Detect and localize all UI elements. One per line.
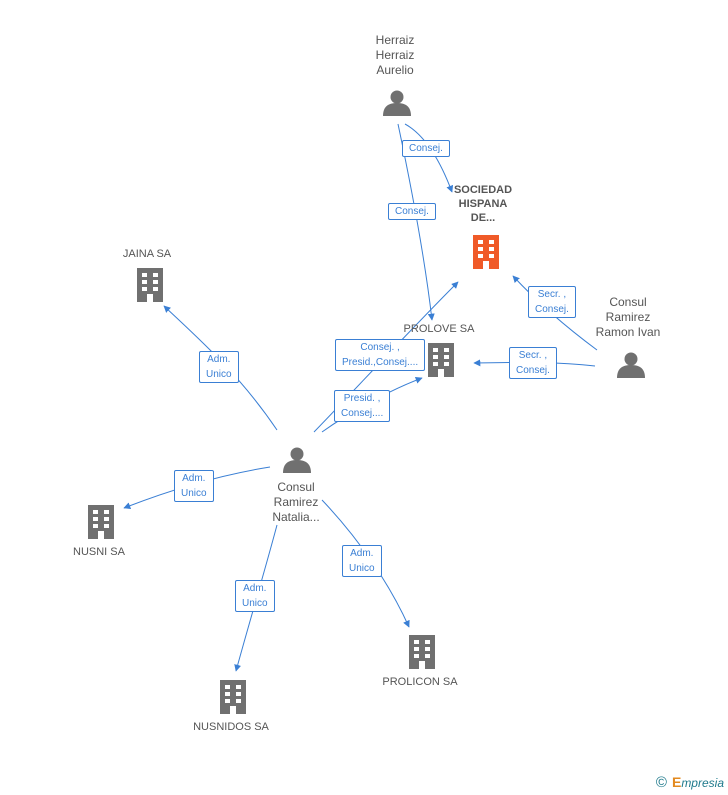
edge-label-line: Presid.,Consej.... [342,357,419,368]
edge-herraiz-sociedad [404,123,454,193]
node-label-prolove[interactable]: PROLOVE SA [404,322,475,337]
label-line: Aurelio [376,63,414,77]
edge-label-line: Consej. [516,365,550,376]
node-label-nusni[interactable]: NUSNI SA [73,545,125,560]
label-line: Natalia... [272,510,320,524]
label-line: Ramirez [605,310,651,324]
edge-label-line: Unico [206,369,232,380]
building-icon[interactable] [220,680,246,714]
label-line: SOCIEDAD [453,184,513,196]
node-label-nusnidos[interactable]: NUSNIDOS SA [193,720,269,735]
label-line: PROLICON SA [382,676,458,688]
edge-label-line: Unico [181,488,207,499]
edge-label-natalia-nusnidos[interactable]: Adm. Unico [235,580,275,612]
label-line: Ramon Ivan [595,325,661,339]
edge-label-line: Presid. , [343,393,381,404]
edge-label-line: Adm. [207,354,231,365]
label-line: Consul [277,480,315,494]
building-icon[interactable] [88,505,114,539]
edge-label-natalia-nusni[interactable]: Adm. Unico [174,470,214,502]
edge-label-line: Secr. , [518,350,548,361]
node-label-prolicon[interactable]: PROLICON SA [382,675,457,690]
edge-label-natalia-jaina[interactable]: Adm. Unico [199,351,239,383]
building-icon[interactable] [137,268,163,302]
brand-initial: E [671,774,682,790]
label-line: Ramirez [273,495,319,509]
node-label-ramon[interactable]: Consul Ramirez Ramon Ivan [596,295,661,340]
node-label-jaina[interactable]: JAINA SA [123,247,171,262]
edge-label-line: Unico [349,563,375,574]
person-icon[interactable] [383,90,411,117]
edge-label-line: Consej. , [360,342,400,353]
person-icon[interactable] [617,352,645,379]
label-line: HISPANA [458,198,508,210]
label-line: Consul [609,295,647,309]
edge-label-line: Consej. [535,304,569,315]
node-label-natalia[interactable]: Consul Ramirez Natalia... [272,480,319,525]
label-line: NUSNI SA [73,546,125,558]
building-icon[interactable] [428,343,454,377]
edge-label-line: Consej. [395,206,429,217]
label-line: NUSNIDOS SA [193,721,269,733]
edge-label-natalia-prolicon[interactable]: Adm. Unico [342,545,382,577]
building-icon[interactable] [473,235,499,269]
copyright-notice[interactable]: ©Empresia [656,774,724,791]
edge-label-natalia-prolove[interactable]: Presid. , Consej.... [334,390,391,422]
edge-label-line: Consej. [409,143,443,154]
building-icon[interactable] [409,635,435,669]
node-label-herraiz[interactable]: Herraiz Herraiz Aurelio [376,33,415,78]
edge-label-line: Adm. [243,583,267,594]
label-line: JAINA SA [122,248,172,260]
label-line: Herraiz [375,33,415,47]
copyright-symbol: © [655,774,667,791]
edge-label-line: Consej.... [341,408,384,419]
brand-name: mpresia [681,776,724,790]
edge-label-herraiz-prolove[interactable]: Consej. [388,203,436,220]
person-icon[interactable] [283,447,311,474]
edge-label-ramon-prolove[interactable]: Secr. , Consej. [509,347,557,379]
edge-label-ramon-sociedad[interactable]: Secr. , Consej. [528,286,576,318]
edge-label-natalia-sociedad[interactable]: Consej. , Presid.,Consej.... [335,339,426,371]
edge-label-line: Adm. [350,548,374,559]
edge-label-herraiz-sociedad[interactable]: Consej. [402,140,450,157]
edge-label-line: Unico [242,598,268,609]
node-label-sociedad[interactable]: SOCIEDAD HISPANA DE... [454,183,512,225]
edge-label-line: Adm. [182,473,206,484]
label-line: DE... [470,212,496,224]
nodes [88,90,645,714]
label-line: Herraiz [375,48,415,62]
label-line: PROLOVE SA [403,323,475,335]
edge-label-line: Secr. , [537,289,567,300]
